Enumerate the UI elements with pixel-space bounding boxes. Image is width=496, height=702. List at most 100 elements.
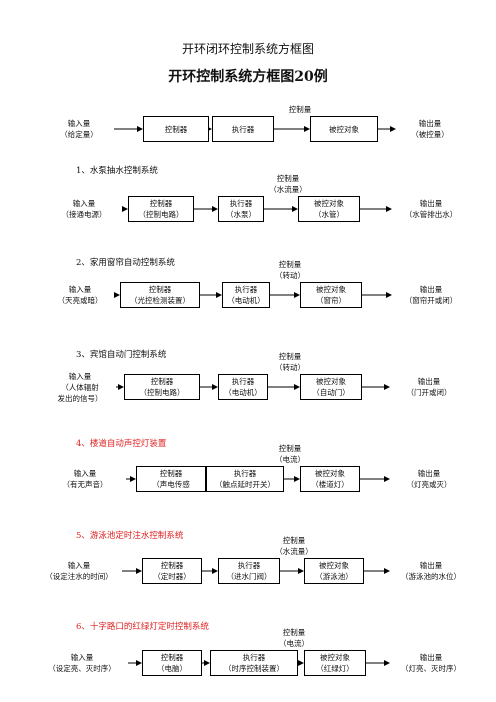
- control-variable-label-line: 控制量: [288, 105, 312, 114]
- output-quantity-label: 输出量 （游泳池的水位）: [384, 560, 478, 582]
- output-quantity-label-line: 输出量: [419, 285, 443, 294]
- actuator-box-line: 执行器: [234, 285, 258, 294]
- input-quantity-label-line: （人体辐射: [61, 382, 99, 392]
- input-quantity-label-line: （有无声音）: [62, 480, 108, 489]
- arrow-input-to-controller: [126, 476, 136, 482]
- control-variable-label: 控制量（转动）: [260, 351, 320, 373]
- control-variable-label-line: 控制量: [278, 444, 302, 453]
- plant-box: 被控对象 （红绿灯）: [304, 650, 366, 676]
- input-quantity-label-line: 输入量: [68, 371, 92, 381]
- controller-box-line: （光控检测装置）: [130, 296, 190, 305]
- plant-box-line: 被控对象: [329, 124, 359, 134]
- output-quantity-label: 输出量（灯亮或灭）: [384, 468, 474, 490]
- plant-box: 被控对象（楼道灯）: [300, 466, 360, 492]
- arrow-plant-to-output: [360, 206, 392, 212]
- arrow-plant-to-output: [378, 126, 396, 132]
- arrow-input-to-controller: [116, 384, 124, 390]
- controller-box: 控制器: [143, 116, 209, 142]
- actuator-box-line: （电动机）: [224, 388, 262, 397]
- actuator-box-line: 执行器: [242, 653, 266, 662]
- plant-box: 被控对象（游泳池）: [304, 558, 364, 584]
- plant-box-line: （水管）: [314, 210, 344, 219]
- control-variable-label-line: 控制量: [282, 536, 306, 545]
- input-quantity-label: 输入量 （给定量）: [44, 118, 114, 140]
- actuator-box-line: （触点延时开关）: [215, 480, 275, 489]
- controller-box-line: （定时器）: [153, 572, 191, 581]
- plant-box: 被控对象（水管）: [298, 196, 360, 222]
- plant-box-line: （红绿灯）: [316, 664, 354, 673]
- output-quantity-label-line: （门开或闭）: [406, 388, 452, 397]
- arrow-input-to-controller: [114, 292, 120, 298]
- input-quantity-label-line: （天亮或暗）: [57, 296, 103, 305]
- plant-box-line: 被控对象: [320, 653, 350, 662]
- actuator-box-line: 执行器: [231, 377, 255, 386]
- input-quantity-label-line: 输入量: [68, 285, 92, 294]
- output-quantity-label-line: 输出量: [419, 561, 443, 570]
- controller-box: 控制器 （光控检测装置）: [120, 282, 200, 308]
- actuator-box: 执行器 （电动机）: [218, 374, 268, 400]
- arrow-actuator-to-plant: [270, 292, 300, 298]
- input-quantity-label-line: （给定量）: [60, 130, 98, 139]
- output-quantity-label-line: （游泳池的水位）: [401, 572, 461, 581]
- output-quantity-label-line: （窗帘开或闭）: [404, 296, 458, 305]
- arrow-actuator-to-plant: [274, 126, 310, 132]
- output-quantity-label-line: （水管排出水）: [404, 210, 458, 219]
- output-quantity-label-line: 输出量: [419, 653, 443, 662]
- output-quantity-label-line: 输出量: [417, 377, 441, 386]
- controller-box: 控制器 （电脑）: [142, 650, 202, 676]
- controller-box-line: 控制器: [160, 653, 184, 662]
- actuator-box: 执行器 （时序控制装置）: [210, 650, 298, 676]
- control-variable-label-line: 控制量: [276, 174, 300, 183]
- actuator-box-line: （时序控制装置）: [224, 664, 284, 673]
- section-title: 5、游泳池定时注水控制系统: [76, 531, 184, 541]
- controller-box-line: 控制器: [150, 377, 174, 386]
- document-subtitle: 开环控制系统方框图20例: [168, 69, 328, 85]
- input-quantity-label-line: 输入量: [73, 469, 97, 478]
- input-quantity-label: 输入量 （天亮或暗）: [44, 284, 116, 306]
- plant-box-line: 被控对象: [315, 469, 345, 478]
- output-quantity-label: 输出量（水管排出水）: [386, 198, 476, 220]
- arrow-controller-to-actuator: [202, 568, 218, 574]
- controller-box-line: （电脑）: [157, 664, 187, 673]
- plant-box-line: 被控对象: [316, 285, 346, 294]
- section-title: 3、宾馆自动门控制系统: [76, 350, 167, 360]
- output-quantity-label-line: （灯亮或灭）: [406, 480, 452, 489]
- plant-box-line: 被控对象: [316, 377, 346, 386]
- control-variable-label-line: 控制量: [282, 628, 306, 637]
- control-variable-label-line: （水流量）: [275, 547, 313, 556]
- input-quantity-label-line: （设定注水的时间）: [45, 572, 113, 581]
- actuator-box: 执行器（水泵）: [218, 196, 264, 222]
- arrow-input-to-controller: [128, 660, 142, 666]
- actuator-box: 执行器 （触点延时开关）: [206, 466, 284, 492]
- controller-box: 控制器（控制电路）: [128, 196, 194, 222]
- controller-box-line: 控制器: [148, 285, 172, 294]
- plant-box-line: （窗帘）: [316, 296, 346, 305]
- arrow-actuator-to-plant: [264, 206, 298, 212]
- control-variable-label-line: （转动）: [275, 363, 305, 372]
- arrow-controller-to-actuator: [194, 206, 218, 212]
- input-quantity-label-line: （接通电源）: [61, 210, 107, 219]
- arrow-plant-to-output: [360, 476, 390, 482]
- document-title: 开环闭环控制系统方框图: [181, 42, 314, 56]
- arrow-controller-to-actuator: [200, 292, 222, 298]
- actuator-box-line: 执行器: [233, 469, 257, 478]
- input-quantity-label-line: 输入量: [67, 119, 91, 128]
- input-quantity-label-line: 发出的信号）: [57, 393, 103, 403]
- control-variable-label: 控制量（电流）: [264, 627, 324, 649]
- controller-box-line: 控制器: [164, 124, 188, 134]
- actuator-box-line: （水泵）: [226, 210, 256, 219]
- arrow-actuator-to-plant: [280, 568, 304, 574]
- controller-box: 控制器（定时器）: [142, 558, 202, 584]
- controller-box: 控制器 （控制电路）: [124, 374, 200, 400]
- controller-box-line: （控制电路）: [139, 388, 185, 397]
- output-quantity-label: 输出量（灯亮、灭时序）: [384, 652, 478, 674]
- arrow-plant-to-output: [362, 384, 390, 390]
- control-variable-label-line: （转动）: [275, 271, 305, 280]
- control-variable-label: 控制量（转动）: [260, 259, 320, 281]
- input-quantity-label-line: 输入量: [72, 199, 96, 208]
- controller-box-line: （声电传感: [152, 480, 190, 489]
- arrow-input-to-controller: [114, 126, 143, 132]
- section-title: 1、水泵抽水控制系统: [76, 166, 158, 176]
- control-variable-label: 控制量（电流）: [260, 443, 320, 465]
